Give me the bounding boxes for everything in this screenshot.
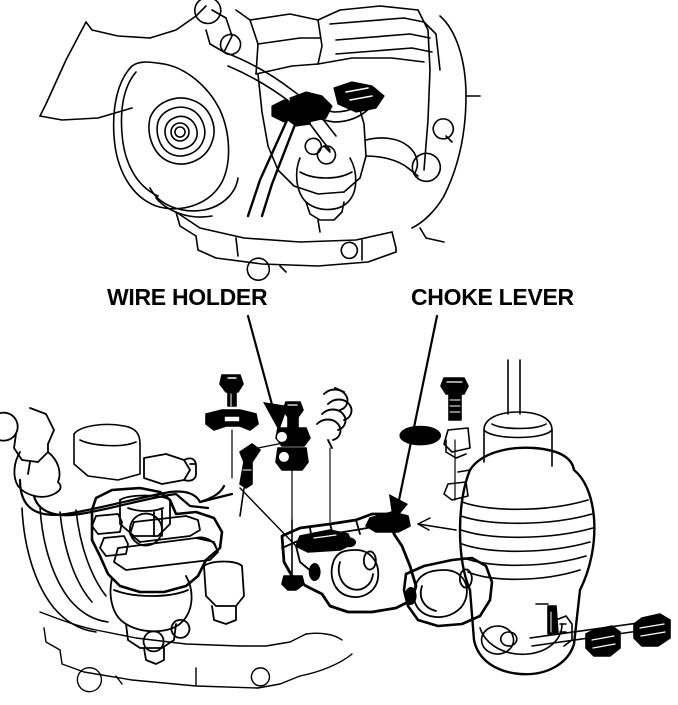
governor-spring [316,387,353,523]
callout-label-choke-lever: CHOKE LEVER [411,284,574,310]
exploded-carburetor-view [0,359,671,693]
callout-label-wire-holder: WIRE HOLDER [107,284,268,310]
callout-arrowheads [263,402,408,522]
leader-line-choke-lever [397,314,439,502]
arrowhead-choke-lever [389,494,408,522]
arrowhead-wire-holder [263,402,288,431]
assembled-engine-view [39,0,481,282]
callout-leaders [246,314,439,502]
leader-line-wire-holder [246,314,276,414]
